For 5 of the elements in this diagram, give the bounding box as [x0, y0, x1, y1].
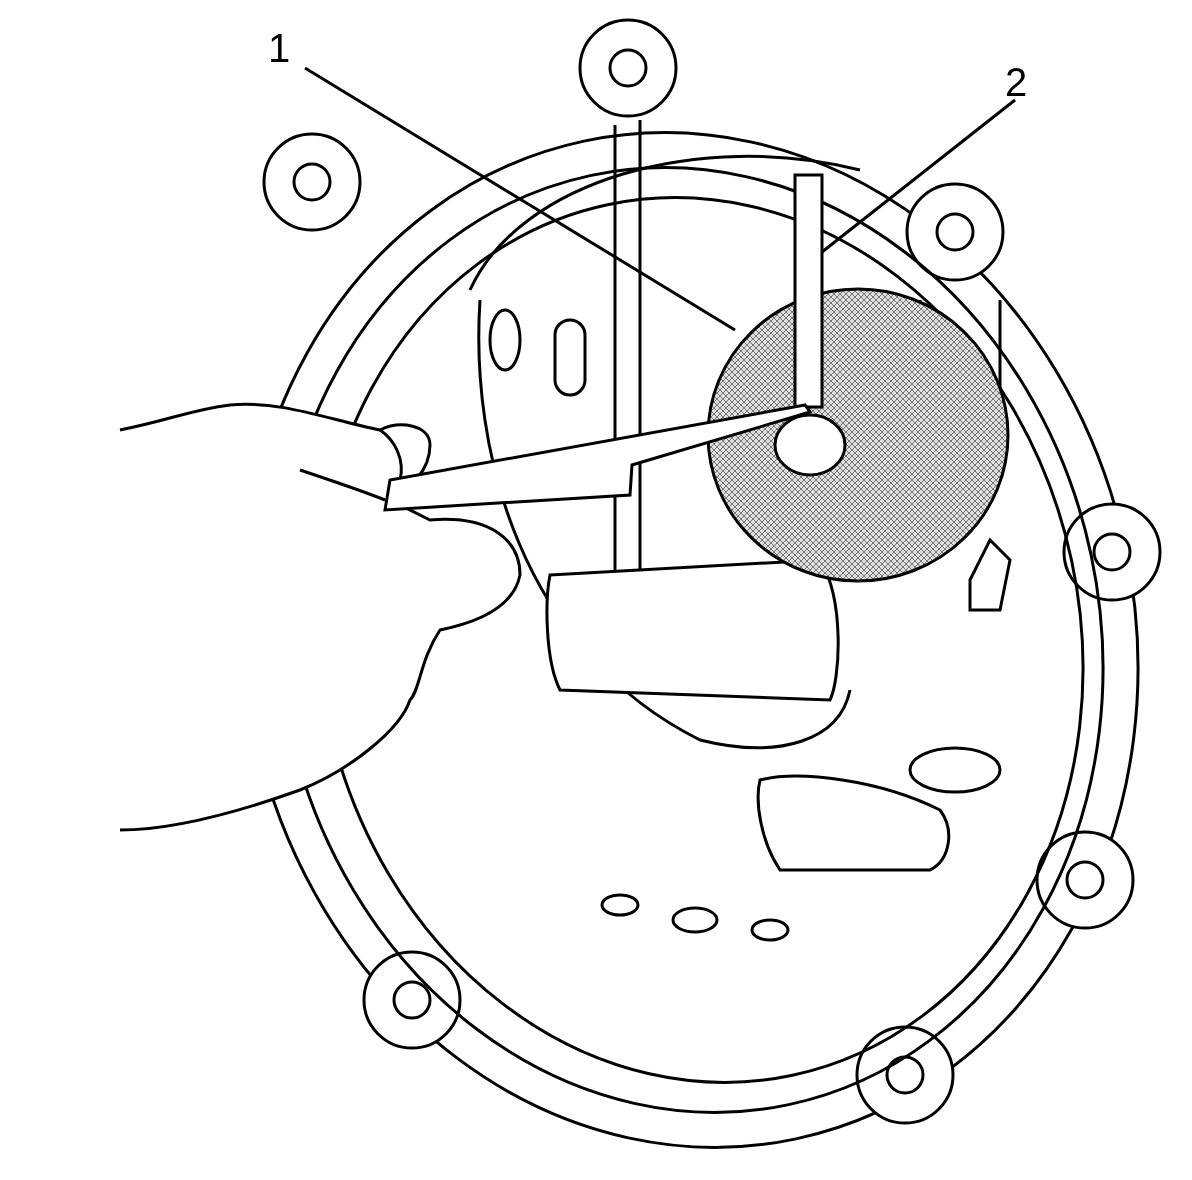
- depth-gauge: [383, 173, 847, 512]
- callout-number: 2: [1005, 62, 1028, 102]
- callout-number: 1: [268, 28, 291, 68]
- leader-line: [821, 98, 1016, 254]
- leader-line: [304, 66, 736, 332]
